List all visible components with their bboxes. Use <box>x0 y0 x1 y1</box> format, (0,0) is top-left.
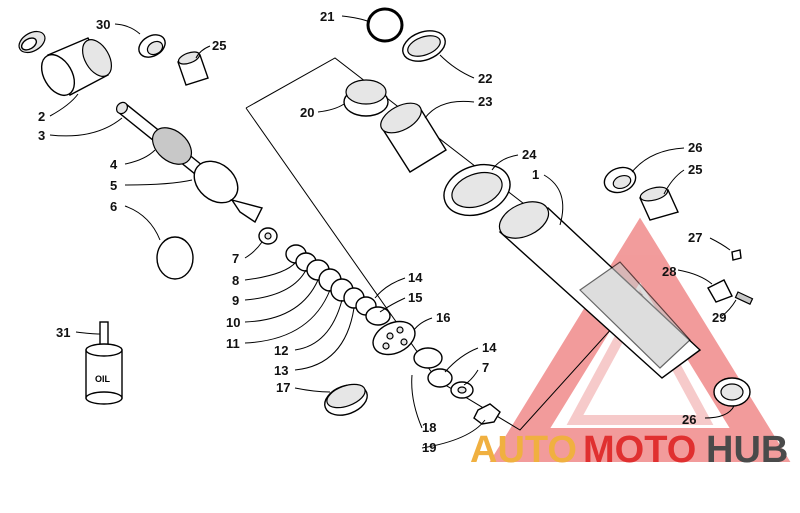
oil-bottle-label: OIL <box>95 374 111 384</box>
callout-20: 20 <box>300 105 314 120</box>
callout-13: 13 <box>274 363 288 378</box>
callout-7-lower: 7 <box>482 360 489 375</box>
callout-28: 28 <box>662 264 676 279</box>
part-26-cap-upper <box>603 166 637 194</box>
part-23-reservoir <box>380 102 447 173</box>
part-30-cap <box>18 30 46 54</box>
callout-25-right: 25 <box>688 162 702 177</box>
callout-29: 29 <box>712 310 726 325</box>
callout-17: 17 <box>276 380 290 395</box>
part-16-piston <box>372 320 416 356</box>
callout-22: 22 <box>478 71 492 86</box>
valve-stack <box>258 227 391 326</box>
callout-2: 2 <box>38 109 45 124</box>
callout-19: 19 <box>422 440 436 455</box>
callout-31: 31 <box>56 325 70 340</box>
callout-24: 24 <box>522 147 537 162</box>
callout-1: 1 <box>532 167 539 182</box>
callout-16: 16 <box>436 310 450 325</box>
part-2-housing <box>40 37 113 96</box>
callout-18: 18 <box>422 420 436 435</box>
part-26-cap-lower <box>713 377 751 407</box>
callout-21: 21 <box>320 9 334 24</box>
callout-26-upper: 26 <box>688 140 702 155</box>
callout-9: 9 <box>232 293 239 308</box>
part-25-sleeve-upper <box>639 186 679 221</box>
callout-8: 8 <box>232 273 239 288</box>
callout-11: 11 <box>226 336 240 351</box>
part-1-shock-body <box>498 201 702 379</box>
leader-lines <box>49 15 737 449</box>
callout-27: 27 <box>688 230 702 245</box>
callout-30: 30 <box>96 17 110 32</box>
callout-7-upper: 7 <box>232 251 239 266</box>
callout-14-lower: 14 <box>482 340 497 355</box>
part-21-o-ring <box>366 7 404 43</box>
part-30-bushing <box>138 34 166 58</box>
part-22-band <box>402 30 446 62</box>
callout-14-upper: 14 <box>408 270 423 285</box>
callout-23: 23 <box>478 94 492 109</box>
part-4-bumper <box>151 127 193 165</box>
watermark-moto: MOTO <box>583 429 696 471</box>
callouts: 30 25 2 3 4 5 6 7 8 9 10 11 12 13 14 15 … <box>38 9 726 455</box>
part-5-eyelet <box>193 160 264 224</box>
callout-6: 6 <box>110 199 117 214</box>
callout-12: 12 <box>274 343 288 358</box>
part-31-oil-bottle <box>85 321 123 405</box>
part-6-o-ring <box>156 236 194 280</box>
watermark-hub: HUB <box>706 429 788 471</box>
callout-4: 4 <box>110 157 118 172</box>
callout-25-left: 25 <box>212 38 226 53</box>
callout-5: 5 <box>110 178 117 193</box>
part-17-ring <box>324 383 368 416</box>
callout-26-lower: 26 <box>682 412 696 427</box>
lower-washers <box>413 347 501 425</box>
callout-15: 15 <box>408 290 422 305</box>
part-24-seal <box>443 163 511 217</box>
part-20-cap <box>343 79 389 117</box>
watermark-text: AUTO MOTO HUB <box>470 429 788 471</box>
valve-assembly <box>707 249 754 305</box>
part-25-sleeve <box>177 51 209 86</box>
watermark-auto: AUTO <box>470 429 577 471</box>
callout-10: 10 <box>226 315 240 330</box>
callout-3: 3 <box>38 128 45 143</box>
